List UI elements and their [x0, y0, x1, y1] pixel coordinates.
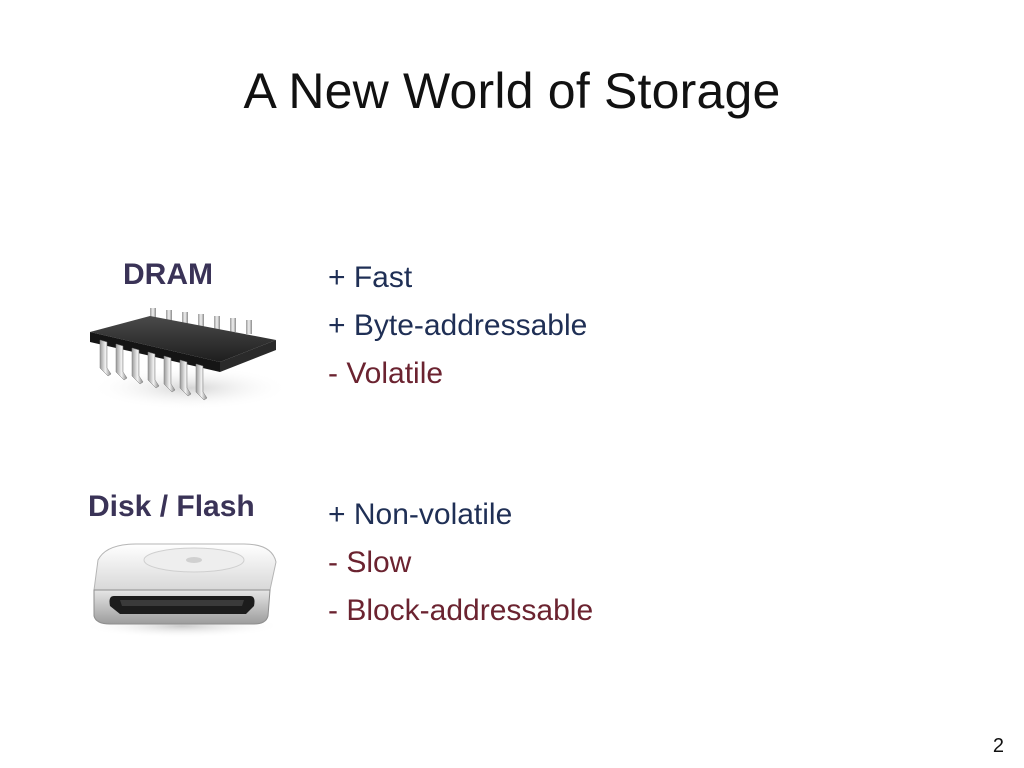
hard-drive-icon	[82, 543, 282, 638]
disk-flash-label: Disk / Flash	[88, 490, 255, 523]
disk-bullet-list: + Non-volatile - Slow - Block-addressabl…	[328, 491, 593, 635]
dram-label: DRAM	[123, 258, 213, 291]
slide-title: A New World of Storage	[243, 63, 781, 119]
disk-bullet-slow: - Slow	[328, 546, 412, 579]
memory-chip-icon	[90, 308, 284, 410]
page-number: 2	[992, 735, 1004, 757]
dram-bullet-volatile: - Volatile	[328, 357, 444, 390]
dram-bullet-byte-addressable: + Byte-addressable	[328, 309, 588, 342]
dram-bullet-fast: + Fast	[328, 261, 413, 294]
dram-bullet-list: + Fast + Byte-addressable - Volatile	[328, 254, 587, 398]
disk-bullet-non-volatile: + Non-volatile	[328, 498, 513, 531]
disk-bullet-block-addressable: - Block-addressable	[328, 594, 594, 627]
